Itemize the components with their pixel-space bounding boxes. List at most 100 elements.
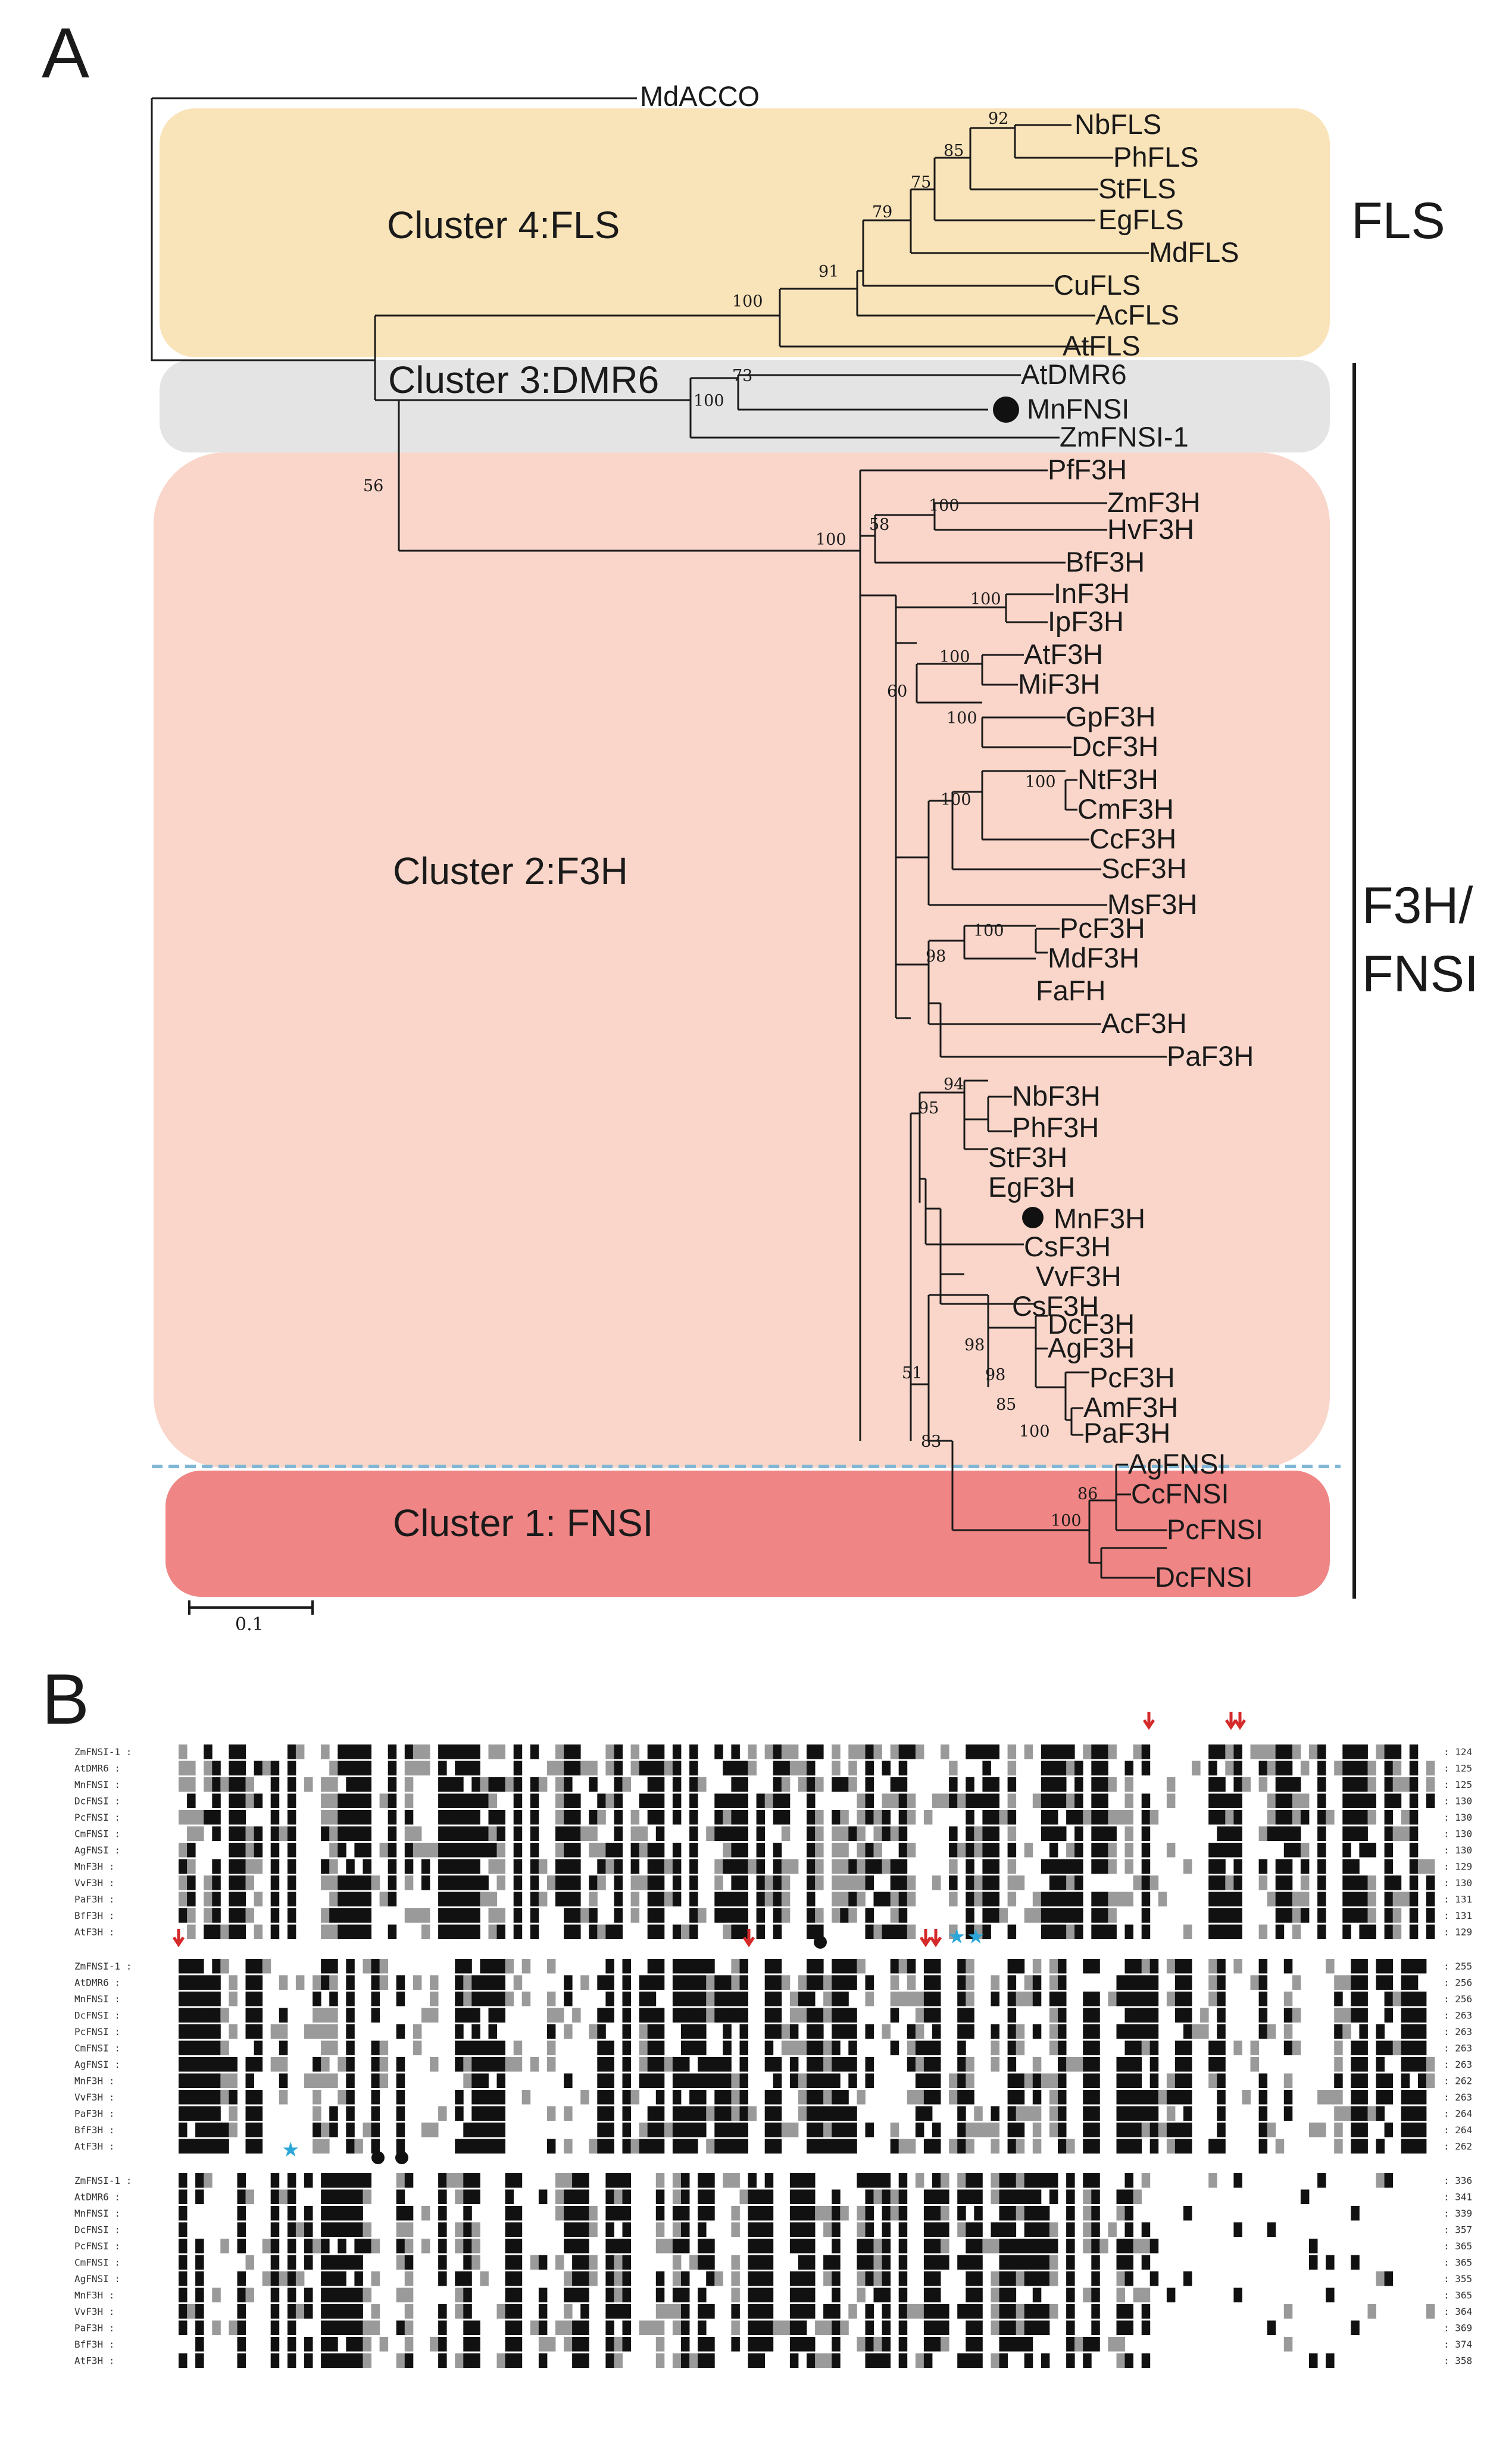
alignment-residue-cell — [605, 2073, 614, 2088]
alignment-residue-cell — [1367, 1843, 1376, 1858]
alignment-residue-cell — [204, 1761, 213, 1775]
alignment-residue-cell — [1217, 2123, 1226, 2137]
alignment-residue-cell — [974, 2239, 983, 2254]
sequence-position: : 255 — [1444, 1961, 1472, 1972]
alignment-residue-cell — [329, 2106, 338, 2121]
alignment-residue-cell — [605, 2337, 614, 2352]
alignment-residue-cell — [229, 2057, 238, 2072]
alignment-residue-cell — [455, 1744, 464, 1759]
alignment-residue-cell — [1174, 2040, 1184, 2055]
alignment-residue-cell — [614, 2271, 623, 2286]
alignment-residue-cell — [647, 1924, 657, 1939]
alignment-residue-cell — [840, 2024, 849, 2039]
alignment-residue-cell — [991, 2057, 999, 2072]
alignment-residue-cell — [698, 2189, 707, 2204]
alignment-residue-cell — [346, 2057, 355, 2072]
alignment-residue-cell — [1007, 2287, 1017, 2302]
alignment-residue-cell — [748, 2239, 757, 2254]
alignment-residue-cell — [463, 1908, 472, 1923]
leaf-scf3h: ScF3H — [1101, 853, 1187, 884]
alignment-residue-cell — [455, 2106, 464, 2121]
alignment-residue-cell — [1049, 1975, 1058, 1990]
alignment-residue-cell — [1174, 2123, 1184, 2137]
alignment-residue-cell — [1116, 2206, 1125, 2221]
alignment-residue-cell — [1049, 1859, 1058, 1874]
alignment-residue-cell — [1409, 2106, 1419, 2121]
alignment-residue-cell — [463, 1810, 472, 1825]
alignment-residue-cell — [974, 2271, 983, 2286]
alignment-residue-cell — [564, 2337, 573, 2352]
alignment-residue-cell — [1275, 1859, 1285, 1874]
alignment-residue-cell — [991, 2139, 999, 2154]
alignment-residue-cell — [865, 2320, 874, 2335]
alignment-residue-cell — [789, 2222, 799, 2237]
alignment-residue-cell — [957, 1843, 966, 1858]
sequence-name: PaF3H : — [74, 1894, 114, 1905]
sequence-name: AtF3H : — [74, 2141, 114, 2152]
alignment-residue-cell — [731, 1793, 740, 1808]
alignment-residue-cell — [321, 2024, 330, 2039]
alignment-residue-cell — [220, 2073, 229, 2088]
alignment-residue-cell — [1267, 2024, 1276, 2039]
alignment-residue-cell — [848, 2304, 857, 2319]
alignment-residue-cell — [187, 1908, 196, 1923]
alignment-residue-cell — [513, 1744, 523, 1759]
alignment-residue-cell — [789, 1992, 799, 2006]
alignment-residue-cell — [890, 1744, 899, 1759]
alignment-residue-cell — [781, 1875, 791, 1890]
alignment-residue-cell — [1225, 1793, 1234, 1808]
alignment-residue-cell — [1158, 2090, 1167, 2105]
alignment-residue-cell — [647, 1744, 657, 1759]
alignment-residue-cell — [1174, 1975, 1184, 1990]
alignment-residue-cell — [731, 2287, 740, 2302]
alignment-residue-cell — [496, 1959, 505, 1974]
alignment-residue-cell — [279, 1826, 288, 1841]
alignment-residue-cell — [1217, 2024, 1226, 2039]
alignment-residue-cell — [923, 2139, 933, 2154]
alignment-residue-cell — [966, 1793, 974, 1808]
alignment-residue-cell — [807, 1892, 816, 1906]
alignment-residue-cell — [949, 1761, 958, 1775]
alignment-residue-cell — [840, 2139, 849, 2154]
alignment-residue-cell — [1091, 1744, 1100, 1759]
alignment-residue-cell — [321, 1744, 330, 1759]
alignment-residue-cell — [279, 2189, 288, 2204]
alignment-residue-cell — [890, 1777, 899, 1792]
alignment-residue-cell — [1066, 1843, 1075, 1858]
alignment-residue-cell — [681, 2123, 690, 2137]
alignment-residue-cell — [1417, 1959, 1427, 1974]
alignment-residue-cell — [1367, 1793, 1376, 1808]
alignment-residue-cell — [773, 2073, 782, 2088]
alignment-residue-cell — [413, 1744, 422, 1759]
alignment-residue-cell — [865, 1744, 874, 1759]
alignment-residue-cell — [991, 2173, 999, 2188]
leaf-acfls: AcFLS — [1095, 299, 1179, 330]
alignment-residue-cell — [655, 2337, 665, 2352]
alignment-residue-cell — [1217, 2106, 1226, 2121]
alignment-residue-cell — [974, 2173, 983, 2188]
alignment-residue-cell — [505, 1992, 514, 2006]
alignment-residue-cell — [748, 2320, 757, 2335]
alignment-residue-cell — [396, 2206, 405, 2221]
alignment-residue-cell — [237, 1924, 246, 1939]
alignment-residue-cell — [1016, 2139, 1025, 2154]
alignment-residue-cell — [471, 1992, 480, 2006]
alignment-residue-cell — [1275, 1924, 1285, 1939]
alignment-residue-cell — [304, 2222, 313, 2237]
alignment-residue-cell — [949, 1826, 958, 1841]
alignment-residue-cell — [848, 2008, 857, 2023]
alignment-residue-cell — [513, 1908, 523, 1923]
alignment-residue-cell — [1091, 2189, 1100, 2204]
alignment-residue-cell — [764, 1975, 774, 1990]
alignment-residue-cell — [1049, 2255, 1058, 2270]
alignment-residue-cell — [1409, 1992, 1419, 2006]
alignment-residue-cell — [204, 2090, 213, 2105]
alignment-residue-cell — [764, 1959, 774, 1974]
alignment-residue-cell — [655, 2206, 665, 2221]
alignment-residue-cell — [882, 2024, 891, 2039]
alignment-residue-cell — [1116, 2320, 1125, 2335]
alignment-residue-cell — [1384, 1777, 1394, 1792]
alignment-residue-cell — [496, 1875, 505, 1890]
alignment-residue-cell — [304, 2353, 313, 2368]
alignment-residue-cell — [789, 2287, 799, 2302]
